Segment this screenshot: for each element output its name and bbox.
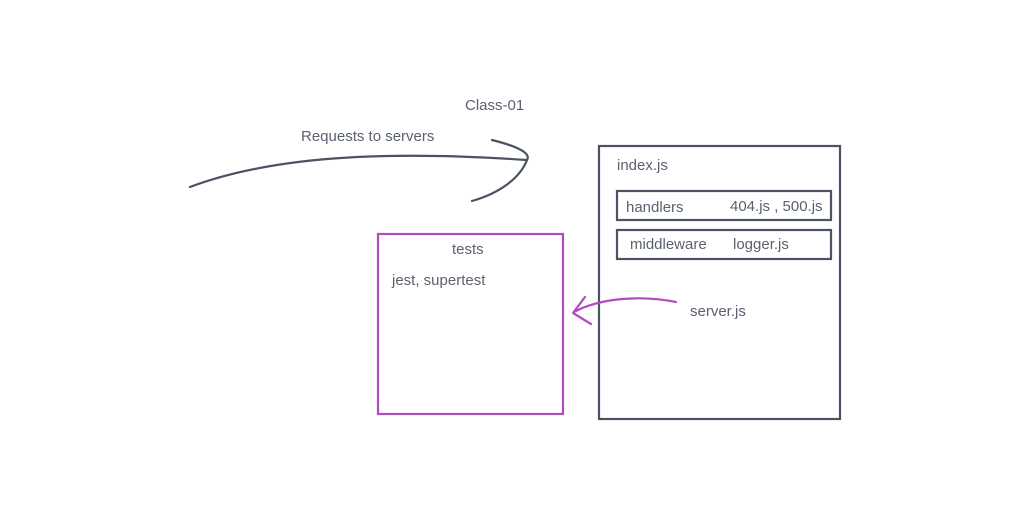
handlers-label: handlers — [626, 199, 684, 216]
server-js-label: server.js — [690, 303, 746, 320]
request-arrow-head — [470, 138, 529, 203]
server-to-tests-arrow-head — [571, 295, 593, 326]
server-to-tests-arrow-shaft — [572, 297, 678, 314]
tests-tools: jest, supertest — [392, 272, 486, 289]
middleware-label: middleware — [630, 236, 707, 253]
diagram-title: Class-01 — [465, 97, 525, 114]
handlers-box — [615, 189, 833, 222]
index-js-box — [597, 144, 842, 421]
middleware-files: logger.js — [733, 236, 789, 253]
request-arrow-label: Requests to servers — [301, 128, 435, 145]
handlers-files: 404.js , 500.js — [730, 198, 823, 215]
request-arrow-shaft — [188, 154, 529, 189]
tests-label: tests — [452, 241, 484, 258]
middleware-box — [615, 228, 833, 261]
index-js-label: index.js — [617, 157, 668, 174]
tests-box — [376, 232, 565, 416]
